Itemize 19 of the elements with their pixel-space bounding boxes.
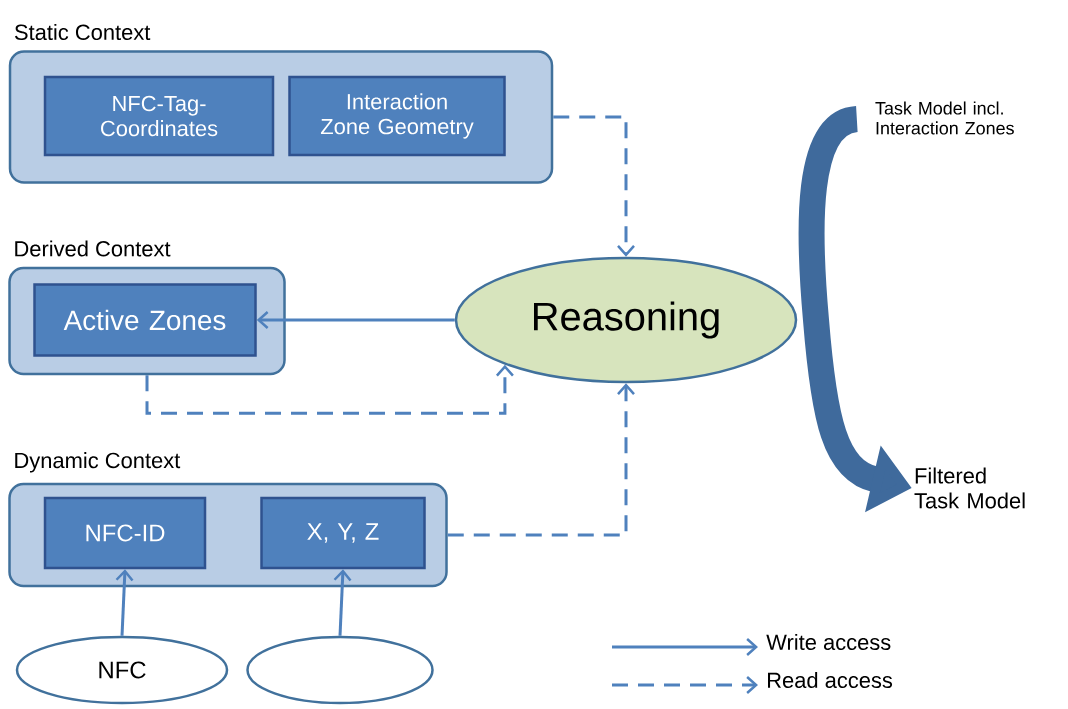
arrow bbox=[333, 569, 352, 636]
process-box: Active Zones bbox=[33, 283, 257, 357]
process-box: Interaction Zone Geometry bbox=[288, 75, 506, 157]
process-box: X, Y, Z bbox=[260, 496, 426, 570]
arrow bbox=[115, 569, 134, 636]
process-box: NFC-ID bbox=[43, 496, 207, 570]
group-heading: Static Context bbox=[14, 23, 151, 41]
legend-text: Read access bbox=[768, 671, 893, 689]
source-ellipse bbox=[246, 635, 434, 705]
text-label: Task Model incl. Interaction Zones bbox=[875, 101, 1014, 135]
group-heading: Dynamic Context bbox=[15, 452, 181, 473]
text-label: Filtered Task Model bbox=[914, 467, 1025, 509]
dashed-arrow bbox=[447, 383, 635, 537]
dashed-arrow bbox=[145, 364, 514, 415]
group-heading: Derived Context bbox=[15, 240, 171, 257]
dashed-arrow bbox=[553, 115, 635, 257]
legend-text: Write access bbox=[766, 633, 891, 651]
arrow bbox=[256, 311, 455, 329]
process-box: NFC-Tag-Coordinates bbox=[43, 75, 275, 157]
